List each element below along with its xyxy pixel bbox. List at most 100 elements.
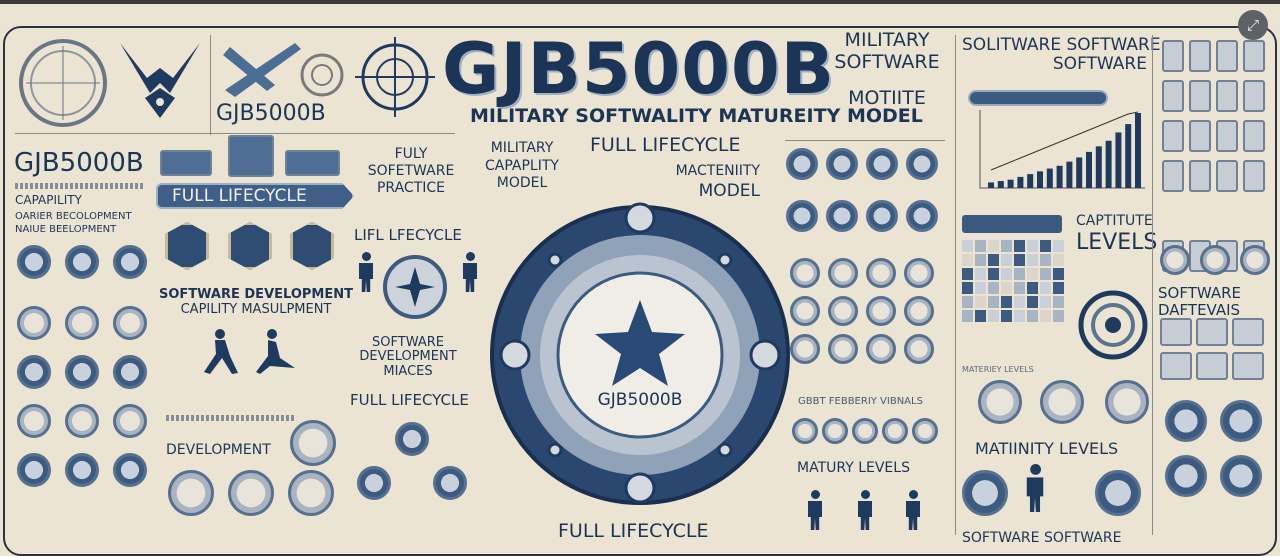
document-icon [1162, 40, 1184, 72]
badge-icon [866, 258, 896, 288]
badge-icon [1165, 400, 1207, 442]
document-icon [1196, 318, 1228, 346]
person-icon [905, 490, 921, 530]
label-line: CAPILITY MASULPMENT [180, 301, 332, 317]
label-line: SOFTWARE [834, 50, 940, 73]
badge-icon [433, 466, 467, 500]
label-line: MILITARY [844, 29, 930, 51]
building-icon [285, 150, 340, 176]
document-icon [1162, 120, 1184, 152]
badge-icon [17, 453, 51, 487]
table-cell [962, 268, 973, 280]
badge-icon [357, 466, 391, 500]
person-icon [1025, 464, 1044, 512]
bar-chart [979, 110, 1145, 189]
document-icon [1189, 80, 1211, 112]
badge-icon [912, 418, 938, 444]
document-icon [1189, 120, 1211, 152]
document-icon [1160, 352, 1192, 380]
badge-icon [1160, 245, 1190, 275]
table-cell [975, 282, 986, 294]
table-cell [1053, 296, 1064, 308]
table-header [962, 215, 1062, 233]
table-cell [1040, 282, 1051, 294]
table-cell [1001, 254, 1012, 266]
chart-header-pill [968, 90, 1108, 106]
table-cell [975, 268, 986, 280]
left-line-3: NAIUE BEELOPMENT [15, 224, 117, 235]
table-cell [962, 282, 973, 294]
badge-icon [113, 306, 147, 340]
chart-bar [1095, 146, 1102, 188]
chart-bar [1017, 176, 1024, 188]
lifl-lifecycle-label: LIFL LFECYCLE [354, 226, 462, 244]
badge-icon [828, 334, 858, 364]
label-line: MODEL [698, 181, 760, 202]
table-cell [988, 296, 999, 308]
chart-trend-line [990, 111, 1139, 171]
document-icon [1216, 40, 1238, 72]
table-cell [1014, 254, 1025, 266]
badge-icon [1105, 380, 1149, 424]
badge-icon [17, 404, 51, 438]
badge-icon [882, 418, 908, 444]
table-cell [988, 240, 999, 252]
left-title: GJB5000B [14, 148, 144, 178]
badge-icon [1240, 245, 1270, 275]
badge-icon [1220, 400, 1262, 442]
badge-icon [65, 306, 99, 340]
matury-levels-label: MATURY LEVELS [797, 460, 910, 476]
label-line: CAPTITUTE [1076, 213, 1153, 229]
chart-bar [1076, 157, 1083, 188]
chart-bar [1115, 132, 1122, 188]
expand-button[interactable]: ⤢ [1238, 10, 1268, 40]
badge-icon [17, 355, 51, 389]
table-cell [1053, 310, 1064, 322]
document-icon [1216, 160, 1238, 192]
label-line: FULY [394, 146, 428, 162]
chart-bar [1046, 168, 1053, 188]
badge-icon [828, 296, 858, 326]
label-line: MOTIITE [848, 86, 926, 109]
table-cell [962, 254, 973, 266]
label-line: SOFTWARE [372, 335, 444, 350]
badge-icon [65, 404, 99, 438]
chart-bar [1086, 151, 1092, 188]
document-icon [1189, 40, 1211, 72]
badge-icon [1220, 455, 1262, 497]
table-cell [1014, 296, 1025, 308]
table-cell [1040, 254, 1051, 266]
center-label: GJB5000B [597, 390, 683, 410]
label-line: SOFETWARE [367, 162, 455, 179]
table-cell [1040, 310, 1051, 322]
badge-icon [792, 418, 818, 444]
label-line: DAFTEVAIS [1158, 300, 1241, 319]
gbbt-levels-label: GBBT FEBBERIY VIBNALS [798, 396, 923, 407]
table-cell [1001, 240, 1012, 252]
page-title: GJB5000B [442, 28, 836, 110]
badge-icon [904, 334, 934, 364]
label-line: MILITARY [490, 140, 554, 156]
table-cell [975, 296, 986, 308]
left-line-1: CAPAPILITY [15, 193, 82, 207]
target-chart-icon [1078, 290, 1148, 360]
left-line-2: OARIER BECOLOPMENT [15, 211, 132, 222]
table-cell [1027, 282, 1038, 294]
divider [955, 35, 956, 535]
chart-bar [1037, 171, 1043, 188]
person-icon [807, 490, 823, 530]
label-line: MIACES [383, 363, 433, 379]
chart-bar [1027, 174, 1034, 188]
badge-icon [65, 245, 99, 279]
document-icon [1243, 160, 1265, 192]
label-line: SOFTWARE [1158, 284, 1242, 302]
badge-icon [790, 296, 820, 326]
table-cell [1027, 240, 1038, 252]
badge-icon [826, 200, 858, 232]
document-icon [1196, 352, 1228, 380]
table-cell [962, 296, 973, 308]
table-cell [1053, 254, 1064, 266]
